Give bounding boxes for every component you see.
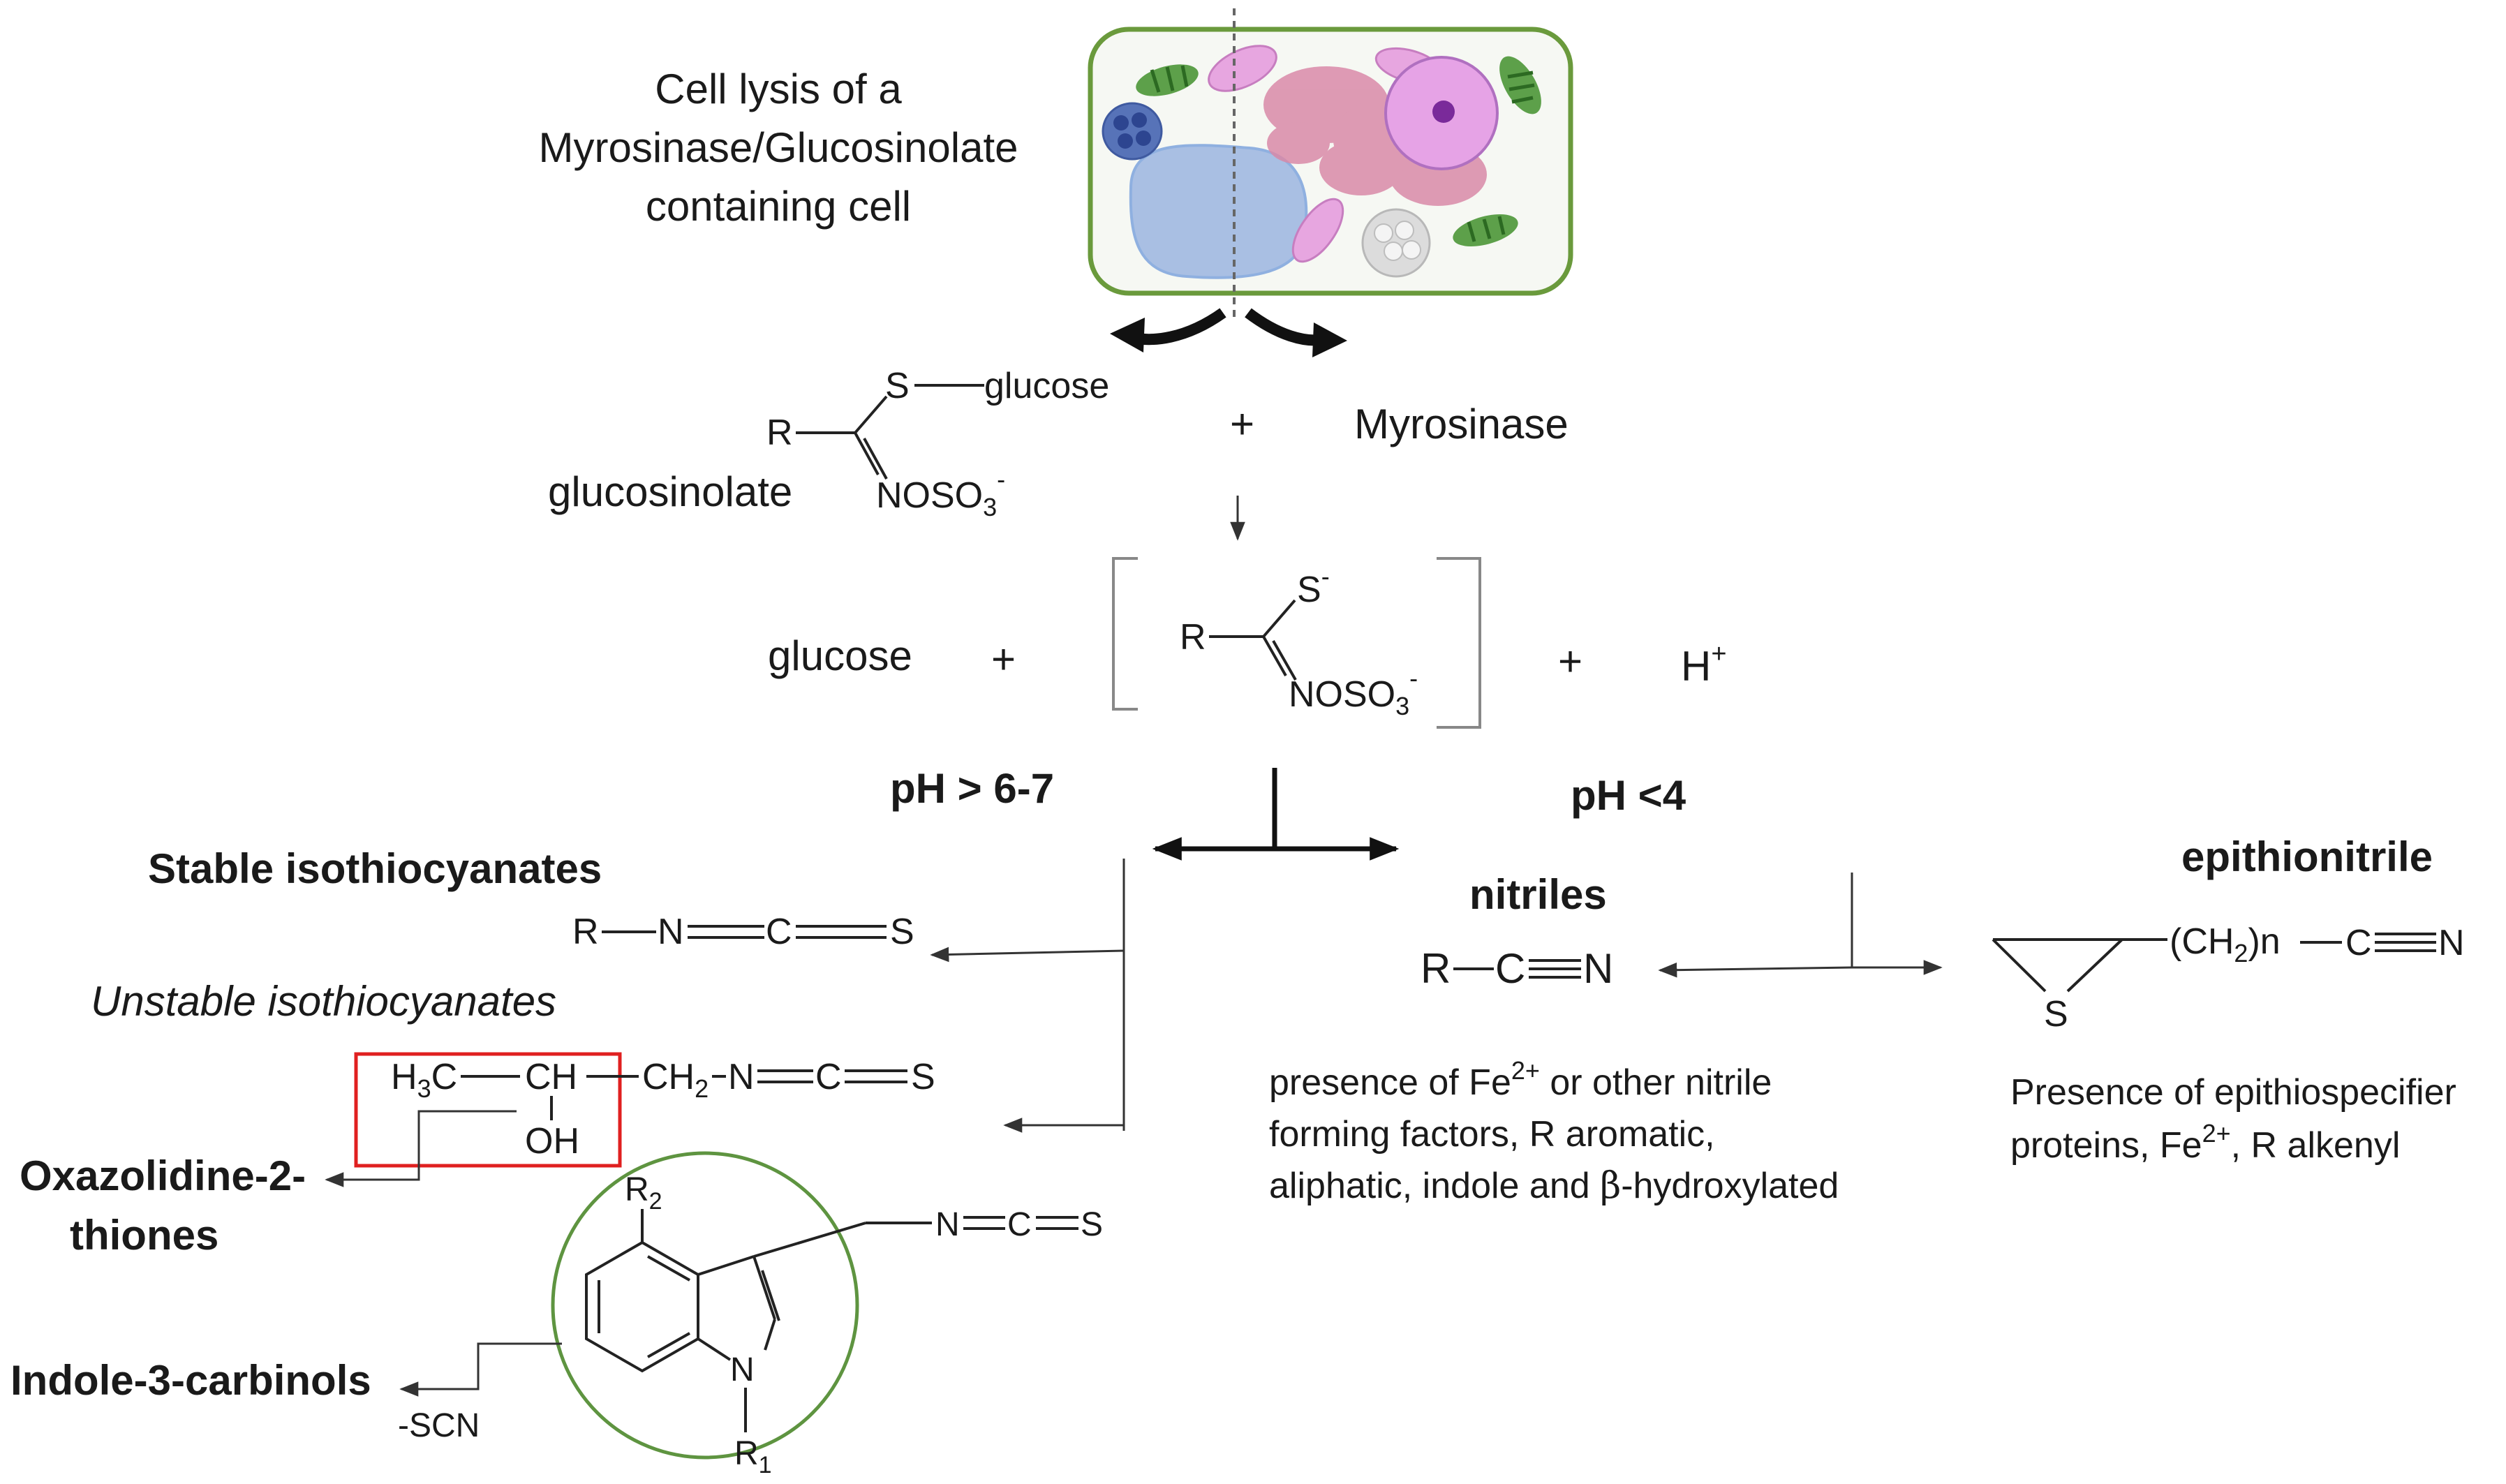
vacuole bbox=[1129, 144, 1308, 279]
svg-text:C: C bbox=[1495, 945, 1525, 992]
svg-text:N: N bbox=[658, 912, 684, 952]
unstable-isothiocyanates-label: Unstable isothiocyanates bbox=[91, 978, 556, 1025]
unstable-isothiocyanate-formula: H3C CH CH2 N C S OH bbox=[391, 1057, 935, 1162]
glucosinolate-label: glucosinolate bbox=[548, 468, 792, 515]
plus-sign: + bbox=[1558, 638, 1582, 685]
nitrile-arrow bbox=[1658, 962, 1853, 978]
svg-text:CH2: CH2 bbox=[642, 1057, 709, 1103]
chloroplast bbox=[1453, 214, 1518, 246]
svg-text:C: C bbox=[2345, 923, 2372, 963]
svg-text:R2: R2 bbox=[625, 1171, 662, 1215]
glucose-product: glucose bbox=[768, 632, 912, 679]
svg-text:N: N bbox=[728, 1057, 755, 1097]
svg-text:S: S bbox=[911, 1057, 935, 1097]
lysis-arrows bbox=[1110, 308, 1347, 357]
svg-text:R: R bbox=[1180, 617, 1206, 658]
svg-text:NOSO3-: NOSO3- bbox=[876, 465, 1005, 521]
epithionitrile-label: epithionitrile bbox=[2181, 833, 2433, 880]
svg-text:R: R bbox=[572, 912, 599, 952]
hydroxy-highlight-box bbox=[354, 1052, 622, 1168]
cell-label-line-2: Myrosinase/Glucosinolate bbox=[539, 124, 1018, 171]
epithio-note-line-1: Presence of epithiospecifier bbox=[2010, 1072, 2456, 1113]
svg-text:CH: CH bbox=[525, 1057, 577, 1097]
nucleolus bbox=[1432, 101, 1455, 123]
indole-highlight-circle bbox=[551, 1151, 859, 1460]
cell-illustration bbox=[1088, 8, 1573, 318]
epithionitrile-formula: S (CH2)n C N bbox=[1992, 921, 2465, 1034]
proton: H+ bbox=[1681, 639, 1727, 690]
stable-isothiocyanates-label: Stable isothiocyanates bbox=[148, 845, 602, 892]
mitochondrion bbox=[1291, 198, 1344, 263]
oxazolidine-label-line-2: thiones bbox=[70, 1212, 218, 1259]
svg-text:(CH2)n: (CH2)n bbox=[2170, 921, 2281, 967]
svg-text:C: C bbox=[766, 912, 792, 952]
oxazolidine-arrow bbox=[325, 1110, 517, 1187]
protein-body bbox=[1102, 102, 1163, 161]
svg-text:N: N bbox=[935, 1206, 960, 1243]
bracket-right bbox=[1437, 557, 1481, 729]
svg-text:H3C: H3C bbox=[391, 1057, 457, 1103]
svg-text:S: S bbox=[1081, 1206, 1103, 1243]
stable-isothiocyanate-formula: R N C S bbox=[572, 912, 914, 952]
aglucone-intermediate: R S- NOSO3- bbox=[1180, 562, 1418, 720]
glucosinolate-structure: R S glucose NOSO3- bbox=[766, 366, 1109, 521]
svg-text:R1: R1 bbox=[734, 1435, 772, 1478]
vesicle-cluster bbox=[1361, 208, 1431, 278]
plus-sign: + bbox=[991, 636, 1016, 683]
plus-sign: + bbox=[1230, 401, 1254, 447]
svg-text:C: C bbox=[815, 1057, 842, 1097]
svg-text:S: S bbox=[2044, 994, 2068, 1034]
cell-label-line-3: containing cell bbox=[646, 183, 911, 230]
svg-text:N: N bbox=[1583, 945, 1613, 992]
svg-text:R: R bbox=[766, 413, 793, 453]
indole-carbinol-arrow bbox=[399, 1342, 562, 1397]
svg-text:NOSO3-: NOSO3- bbox=[1289, 664, 1418, 720]
oxazolidine-label-line-1: Oxazolidine-2- bbox=[20, 1152, 306, 1199]
chloroplast bbox=[1136, 64, 1199, 96]
nitrile-note-line-3: aliphatic, indole and β-hydroxylated bbox=[1269, 1165, 1839, 1207]
indole-structure: N R1 R2 N C S bbox=[585, 1171, 1103, 1478]
svg-text:S: S bbox=[890, 912, 914, 952]
nitriles-label: nitriles bbox=[1469, 871, 1607, 918]
epithio-note-line-2: proteins, Fe2+, R alkenyl bbox=[2010, 1119, 2400, 1166]
svg-text:N: N bbox=[2438, 923, 2465, 963]
indole-carbinols-label: Indole-3-carbinols bbox=[10, 1357, 371, 1404]
svg-text:R: R bbox=[1421, 945, 1451, 992]
scn-label: -SCN bbox=[398, 1407, 480, 1444]
cell-label-line-1: Cell lysis of a bbox=[655, 66, 902, 112]
ph-split-arrow bbox=[1152, 768, 1400, 861]
svg-text:C: C bbox=[1007, 1206, 1032, 1243]
stable-arrow bbox=[930, 947, 1125, 963]
svg-text:S-: S- bbox=[1297, 562, 1330, 610]
svg-text:OH: OH bbox=[525, 1121, 579, 1162]
myrosinase-label: Myrosinase bbox=[1354, 401, 1569, 447]
nitrile-note-line-1: presence of Fe2+ or other nitrile bbox=[1269, 1056, 1772, 1103]
ph-acidic-label: pH <4 bbox=[1571, 772, 1686, 819]
nitrile-formula: R C N bbox=[1421, 945, 1613, 992]
svg-text:S: S bbox=[885, 366, 910, 406]
svg-text:N: N bbox=[730, 1351, 755, 1388]
svg-text:glucose: glucose bbox=[984, 366, 1109, 406]
bracket-left bbox=[1112, 557, 1138, 711]
ph-neutral-label: pH > 6-7 bbox=[890, 765, 1054, 812]
nitrile-note-line-2: forming factors, R aromatic, bbox=[1269, 1114, 1715, 1155]
chloroplast bbox=[1499, 56, 1541, 114]
